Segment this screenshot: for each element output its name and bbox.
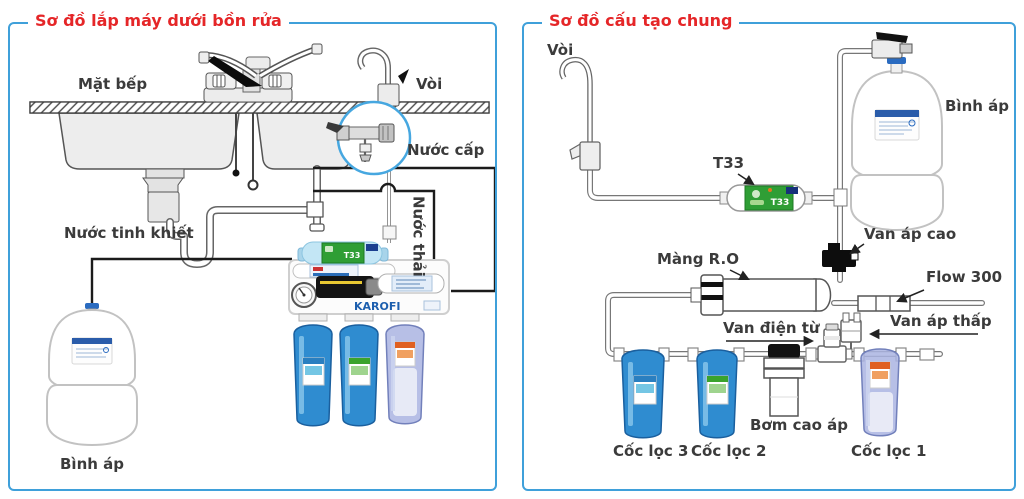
pressure-tank-label: Bình áp xyxy=(60,455,125,473)
garbage-disposal xyxy=(142,168,185,223)
kitchen-faucet xyxy=(198,43,323,103)
filter-cup-1-label: Cốc lọc 1 xyxy=(851,442,927,460)
supply-valve-zoom-circle xyxy=(326,100,412,176)
flow-arrow xyxy=(896,289,925,303)
solenoid-valve-label: Van điện từ xyxy=(723,319,820,337)
supply-water-tube xyxy=(313,166,495,293)
ro-filter-unit: T33 xyxy=(288,241,450,427)
flow-restrictor xyxy=(857,295,911,312)
filter-cup-1 xyxy=(860,348,900,437)
filter-cup-2-label: Cốc lọc 2 xyxy=(691,442,767,460)
t33-arrow xyxy=(737,173,755,186)
waste-water-tube xyxy=(313,182,436,312)
high-pressure-pump xyxy=(763,344,805,417)
t33-label: T33 xyxy=(713,154,745,172)
ro-membrane xyxy=(690,274,832,316)
ro-membrane-label: Màng R.O xyxy=(657,250,739,268)
valve-lever xyxy=(326,122,344,133)
filter-cup-blue-1 xyxy=(293,324,333,427)
sink-basins xyxy=(58,112,357,170)
filter-cup-3-label: Cốc lọc 3 xyxy=(613,442,689,460)
pressure-tank xyxy=(850,32,944,232)
booster-pump xyxy=(316,276,383,298)
t33-filter: T33 xyxy=(719,184,813,212)
brand-text: KAROFI xyxy=(354,300,400,313)
left-panel-title: Sơ đồ lắp máy dưới bồn rửa xyxy=(28,11,289,30)
high-pressure-valve xyxy=(822,243,859,272)
right-panel: Sơ đồ cấu tạo chung xyxy=(522,11,1016,491)
left-panel: Sơ đồ lắp máy dưới bồn rửa xyxy=(8,11,497,491)
t33-text: T33 xyxy=(344,251,361,260)
ro-faucet xyxy=(559,56,601,171)
ro-faucet xyxy=(357,47,409,107)
right-panel-title: Sơ đồ cấu tạo chung xyxy=(542,11,740,30)
system-schematic: T33 xyxy=(559,32,985,439)
countertop-bar xyxy=(29,101,490,114)
faucet-hoses xyxy=(232,104,259,191)
filter-cup-2 xyxy=(696,349,738,439)
filter-cup-blue-2 xyxy=(339,324,379,427)
faucet-handle-right xyxy=(261,72,293,90)
drain-pipes xyxy=(166,165,325,268)
low-pressure-valve xyxy=(840,312,862,343)
callout-arrows xyxy=(726,173,978,347)
high-pressure-valve-arrow xyxy=(849,243,865,255)
high-pressure-pump-label: Bơm cao áp xyxy=(750,416,848,434)
pressure-gauge xyxy=(291,282,317,308)
pressure-tank xyxy=(46,303,138,447)
filter-cup-3 xyxy=(621,349,665,439)
tubing xyxy=(90,166,495,312)
tank-ball-valve xyxy=(871,32,913,74)
countertop-label: Mặt bếp xyxy=(78,75,148,93)
membrane-arrow xyxy=(729,269,750,280)
under-sink-diagram: T33 xyxy=(29,43,495,447)
low-pressure-valve-label: Van áp thấp xyxy=(890,312,992,330)
pure-water-tube xyxy=(90,257,292,306)
high-pressure-valve-label: Van áp cao xyxy=(864,225,957,243)
tee-fitting xyxy=(833,188,848,207)
supply-water-label: Nước cấp xyxy=(407,141,485,159)
waste-water-label: Nước thải xyxy=(409,196,428,277)
ro-faucet-label: Vòi xyxy=(416,75,443,93)
faucet-handle-left xyxy=(205,72,237,90)
pressure-tank-label: Bình áp xyxy=(945,97,1010,115)
flow-restrictor-label: Flow 300 xyxy=(926,268,1003,286)
t33-body-text: T33 xyxy=(771,198,790,208)
pure-water-label: Nước tinh khiết xyxy=(64,224,194,242)
membrane-housing xyxy=(377,273,445,294)
faucet-label: Vòi xyxy=(547,41,574,59)
t33-inline-filter: T33 xyxy=(297,241,389,265)
filter-cup-clear xyxy=(385,324,425,425)
